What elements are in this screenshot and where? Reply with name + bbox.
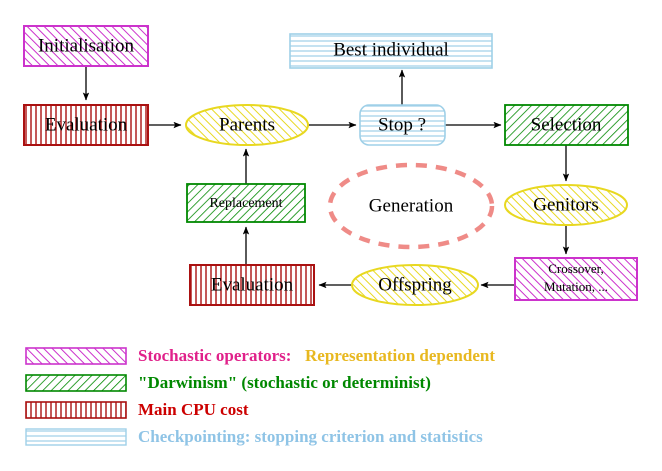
parents-ellipse[interactable] — [185, 104, 309, 146]
offspring-ellipse[interactable] — [351, 264, 479, 306]
offspring-label: Offspring — [378, 274, 452, 295]
replacement-box[interactable] — [186, 183, 306, 223]
legend-swatch-stochastic — [25, 347, 127, 365]
crossover-mutation-label-line1: Crossover, — [548, 261, 603, 276]
best-individual-label: Best individual — [333, 39, 449, 60]
node-genitors[interactable]: Genitors — [504, 184, 628, 226]
legend: Stochastic operators: Representation dep… — [25, 346, 495, 446]
legend-swatch-darwinism — [25, 374, 127, 392]
legend-swatch-cpu-cost — [25, 401, 127, 419]
node-stop[interactable]: Stop ? — [359, 104, 446, 146]
evaluation-bottom-label: Evaluation — [211, 274, 294, 295]
parents-label: Parents — [219, 114, 275, 135]
legend-row-darwinism: "Darwinism" (stochastic or determinist) — [25, 373, 431, 392]
legend-label-representation-dependent: Representation dependent — [305, 346, 495, 365]
replacement-label: Replacement — [209, 196, 282, 211]
node-best-individual[interactable]: Best individual — [289, 33, 493, 69]
crossover-mutation-label-line2: Mutation, ... — [544, 279, 608, 294]
legend-swatch-checkpointing — [25, 428, 127, 446]
legend-row-stochastic-operators: Stochastic operators: Representation dep… — [25, 346, 495, 365]
legend-label-cpu-cost: Main CPU cost — [138, 400, 249, 419]
selection-box[interactable] — [504, 104, 629, 146]
stop-label: Stop ? — [378, 114, 426, 135]
node-selection[interactable]: Selection — [504, 104, 629, 146]
stop-box[interactable] — [359, 104, 446, 146]
node-initialisation[interactable]: Initialisation — [23, 25, 149, 67]
legend-row-checkpointing: Checkpointing: stopping criterion and st… — [25, 427, 483, 446]
best-individual-box[interactable] — [289, 33, 493, 69]
node-evaluation-bottom[interactable]: Evaluation — [189, 264, 315, 306]
node-parents[interactable]: Parents — [185, 104, 309, 146]
node-generation: Generation — [327, 162, 495, 250]
selection-label: Selection — [531, 114, 602, 135]
genitors-label: Genitors — [533, 194, 598, 215]
legend-label-stochastic: Stochastic operators: — [138, 346, 291, 365]
genitors-ellipse[interactable] — [504, 184, 628, 226]
evaluation-top-box[interactable] — [23, 104, 149, 146]
legend-label-darwinism: "Darwinism" (stochastic or determinist) — [138, 373, 431, 392]
legend-label-checkpointing: Checkpointing: stopping criterion and st… — [138, 427, 483, 446]
node-evaluation-top[interactable]: Evaluation — [23, 104, 149, 146]
node-crossover-mutation[interactable]: Crossover, Mutation, ... — [514, 257, 638, 301]
initialisation-box[interactable] — [23, 25, 149, 67]
crossover-mutation-box[interactable] — [514, 257, 638, 301]
generation-dashed-ellipse — [327, 162, 495, 250]
evaluation-bottom-box[interactable] — [189, 264, 315, 306]
generation-label: Generation — [369, 195, 454, 216]
node-replacement[interactable]: Replacement — [186, 183, 306, 223]
edges-layer — [82, 66, 570, 289]
initialisation-label: Initialisation — [38, 35, 135, 56]
evaluation-top-label: Evaluation — [45, 114, 128, 135]
node-offspring[interactable]: Offspring — [351, 264, 479, 306]
legend-row-main-cpu-cost: Main CPU cost — [25, 400, 249, 419]
